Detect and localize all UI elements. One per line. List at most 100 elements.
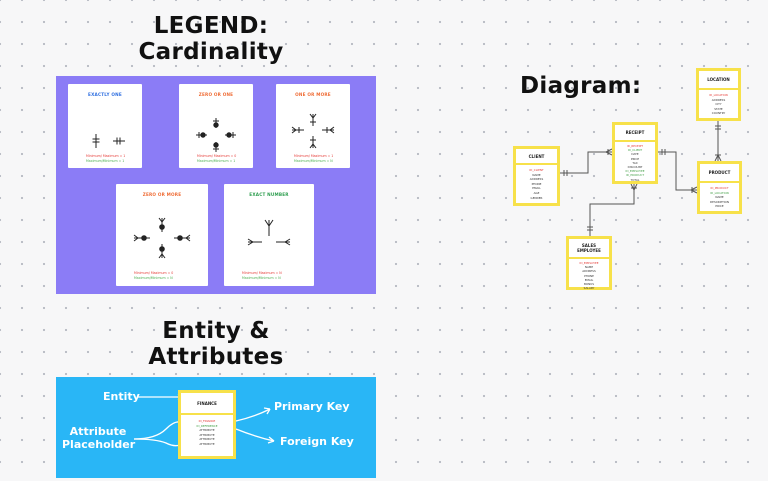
card-title: ONE OR MORE (295, 92, 331, 97)
attribute: TAX (632, 160, 638, 165)
attribute: PHONE (584, 273, 594, 278)
label-entity: Entity (103, 390, 140, 403)
attribute: NAME (715, 195, 724, 200)
entity-attributes: ID_PRODUCT ID_LOCATION NAME DESCRIPTION … (700, 183, 739, 209)
foreign-key-attr: ID_LOCATION (710, 190, 729, 195)
legend-panel: EXACTLY ONE Minimum/ Maximum = 1 Maximum… (56, 76, 376, 294)
entity-name: CLIENT (516, 149, 557, 165)
card-note-max: Maximum/Minimum = N (134, 276, 173, 280)
legend-card-zero-or-one: ZERO OR ONE Minimum/ Maximum = 0 Maximum… (179, 84, 253, 168)
card-note-max: Maximum/Minimum = 1 (197, 159, 236, 163)
card-note-min: Minimum/ Maximum = N (242, 271, 282, 275)
entity-name: RECEIPT (615, 125, 655, 142)
entity-title-line2: Attributes (148, 343, 284, 370)
label-placeholder-line2: Placeholder (62, 438, 136, 451)
primary-key-attr: ID_EMPLOYEE (579, 261, 599, 265)
card-title: EXACT NUMBER (249, 192, 289, 197)
attribute: ATTRIBUTE (199, 441, 215, 446)
entity-name: PRODUCT (700, 164, 739, 183)
attribute: ATTRIBUTE (199, 428, 215, 433)
attribute: TOTAL (630, 177, 640, 182)
attribute: DESCRIPTION (710, 199, 729, 204)
attribute: ADDRESS (529, 177, 544, 182)
attribute: COUNTRY (711, 111, 726, 116)
attribute: ADDRESS (582, 269, 596, 274)
primary-key-attr: ID_RECEIPT (626, 144, 644, 148)
entity-title-line1: Entity & (162, 318, 270, 344)
entity-name: LOCATION (699, 71, 738, 90)
entity-attributes: ID_CLIENT NAME ADDRESS PHONE EMAIL AGE G… (516, 165, 557, 200)
attribute: CITY (715, 102, 722, 107)
label-attribute-placeholder: Attribute Placeholder (62, 425, 136, 451)
attribute: SALARY (583, 286, 595, 291)
attribute: PRICE (715, 204, 724, 209)
legend-title: LEGEND: Cardinality (136, 13, 286, 66)
zero-or-one-symbols (196, 118, 236, 152)
one-or-more-symbols (291, 113, 335, 149)
card-title: ZERO OR MORE (142, 192, 182, 197)
label-placeholder-line1: Attribute (69, 425, 127, 438)
foreign-key-attr: ID_EMPLOYEE (625, 169, 645, 174)
attribute: PRICE (630, 156, 640, 161)
entity-product: PRODUCT ID_PRODUCT ID_LOCATION NAME DESC… (697, 161, 742, 214)
attribute: STATE (714, 106, 723, 111)
card-title: ZERO OR ONE (198, 92, 234, 97)
attribute: PHONE (531, 181, 542, 186)
entity-attributes: ID_FINANCE ID_REFERENCE ATTRIBUTE ATTRIB… (181, 415, 233, 447)
primary-key-attr: ID_PRODUCT (710, 186, 729, 190)
foreign-key-attr: ID_CLIENT (627, 148, 643, 153)
primary-key-attr: ID_CLIENT (529, 168, 544, 172)
exactly-one-symbols (92, 134, 125, 148)
label-foreign-key: Foreign Key (280, 435, 354, 448)
label-primary-key: Primary Key (274, 400, 350, 413)
card-note-max: Maximum/Minimum = N (242, 276, 281, 280)
card-note-max: Maximum/Minimum = 1 (86, 159, 125, 163)
entity-name: FINANCE (181, 393, 233, 415)
card-note-min: Minimum/ Maximum = 1 (294, 154, 334, 158)
entity-name: SALES EMPLOYEE (569, 239, 609, 259)
legend-card-zero-or-more: ZERO OR MORE Minimum/ Maximum = 0 Maximu… (116, 184, 208, 286)
attribute: NAME (532, 172, 541, 177)
card-note-min: Minimum/ Maximum = 1 (86, 154, 126, 158)
attribute: BONUS (584, 282, 594, 287)
attribute: EMAIL (584, 277, 594, 282)
foreign-key-attr: ID_PRODUCT (625, 173, 645, 178)
attribute: DATE (631, 152, 639, 157)
entity-connector-lines (133, 393, 275, 447)
attribute: EMAIL (532, 186, 541, 191)
entity-attributes-panel: FINANCE ID_FINANCE ID_REFERENCE ATTRIBUT… (56, 377, 376, 478)
diagram-title: Diagram: (520, 73, 642, 99)
legend-title-line1: LEGEND: (153, 13, 269, 39)
card-note-min: Minimum/ Maximum = 0 (197, 154, 237, 158)
foreign-key-attr: ID_REFERENCE (196, 423, 218, 428)
entity-location: LOCATION ID_LOCATION ADDRESS CITY STATE … (696, 68, 741, 121)
card-note-min: Minimum/ Maximum = 0 (134, 271, 174, 275)
attribute: GENDER (530, 195, 543, 200)
attribute: ATTRIBUTE (199, 432, 215, 437)
primary-key-attr: ID_FINANCE (198, 419, 216, 423)
legend-card-exact-number: EXACT NUMBER Minimum/ Maximum = N Maximu… (224, 184, 314, 286)
attribute: NAME (584, 265, 594, 270)
legend-card-one-or-more: ONE OR MORE Minimum/ Maximum = 1 Maximum… (276, 84, 350, 168)
entity-attributes: ID_LOCATION ADDRESS CITY STATE COUNTRY (699, 90, 738, 116)
card-note-max: Maximum/Minimum = N (294, 159, 333, 163)
primary-key-attr: ID_LOCATION (709, 93, 728, 97)
legend-card-exactly-one: EXACTLY ONE Minimum/ Maximum = 1 Maximum… (68, 84, 142, 168)
exact-number-symbols (247, 219, 291, 246)
attribute: DISCOUNT (627, 165, 643, 170)
entity-client: CLIENT ID_CLIENT NAME ADDRESS PHONE EMAI… (513, 146, 560, 206)
entity-receipt: RECEIPT ID_RECEIPT ID_CLIENT DATE PRICE … (612, 122, 658, 184)
attribute: ADDRESS (711, 97, 726, 102)
entity-example-finance: FINANCE ID_FINANCE ID_REFERENCE ATTRIBUT… (178, 390, 236, 459)
entity-name-line2: EMPLOYEE (577, 248, 601, 253)
entity-attributes: ID_RECEIPT ID_CLIENT DATE PRICE TAX DISC… (615, 142, 655, 182)
attribute: ATTRIBUTE (199, 437, 215, 442)
card-title: EXACTLY ONE (88, 92, 122, 97)
entity-attributes-title: Entity & Attributes (136, 318, 296, 371)
entity-sales-employee: SALES EMPLOYEE ID_EMPLOYEE NAME ADDRESS … (566, 236, 612, 290)
entity-attributes: ID_EMPLOYEE NAME ADDRESS PHONE EMAIL BON… (569, 259, 609, 290)
attribute: AGE (533, 190, 540, 195)
legend-title-line2: Cardinality (138, 38, 284, 65)
zero-or-more-symbols (133, 217, 191, 259)
